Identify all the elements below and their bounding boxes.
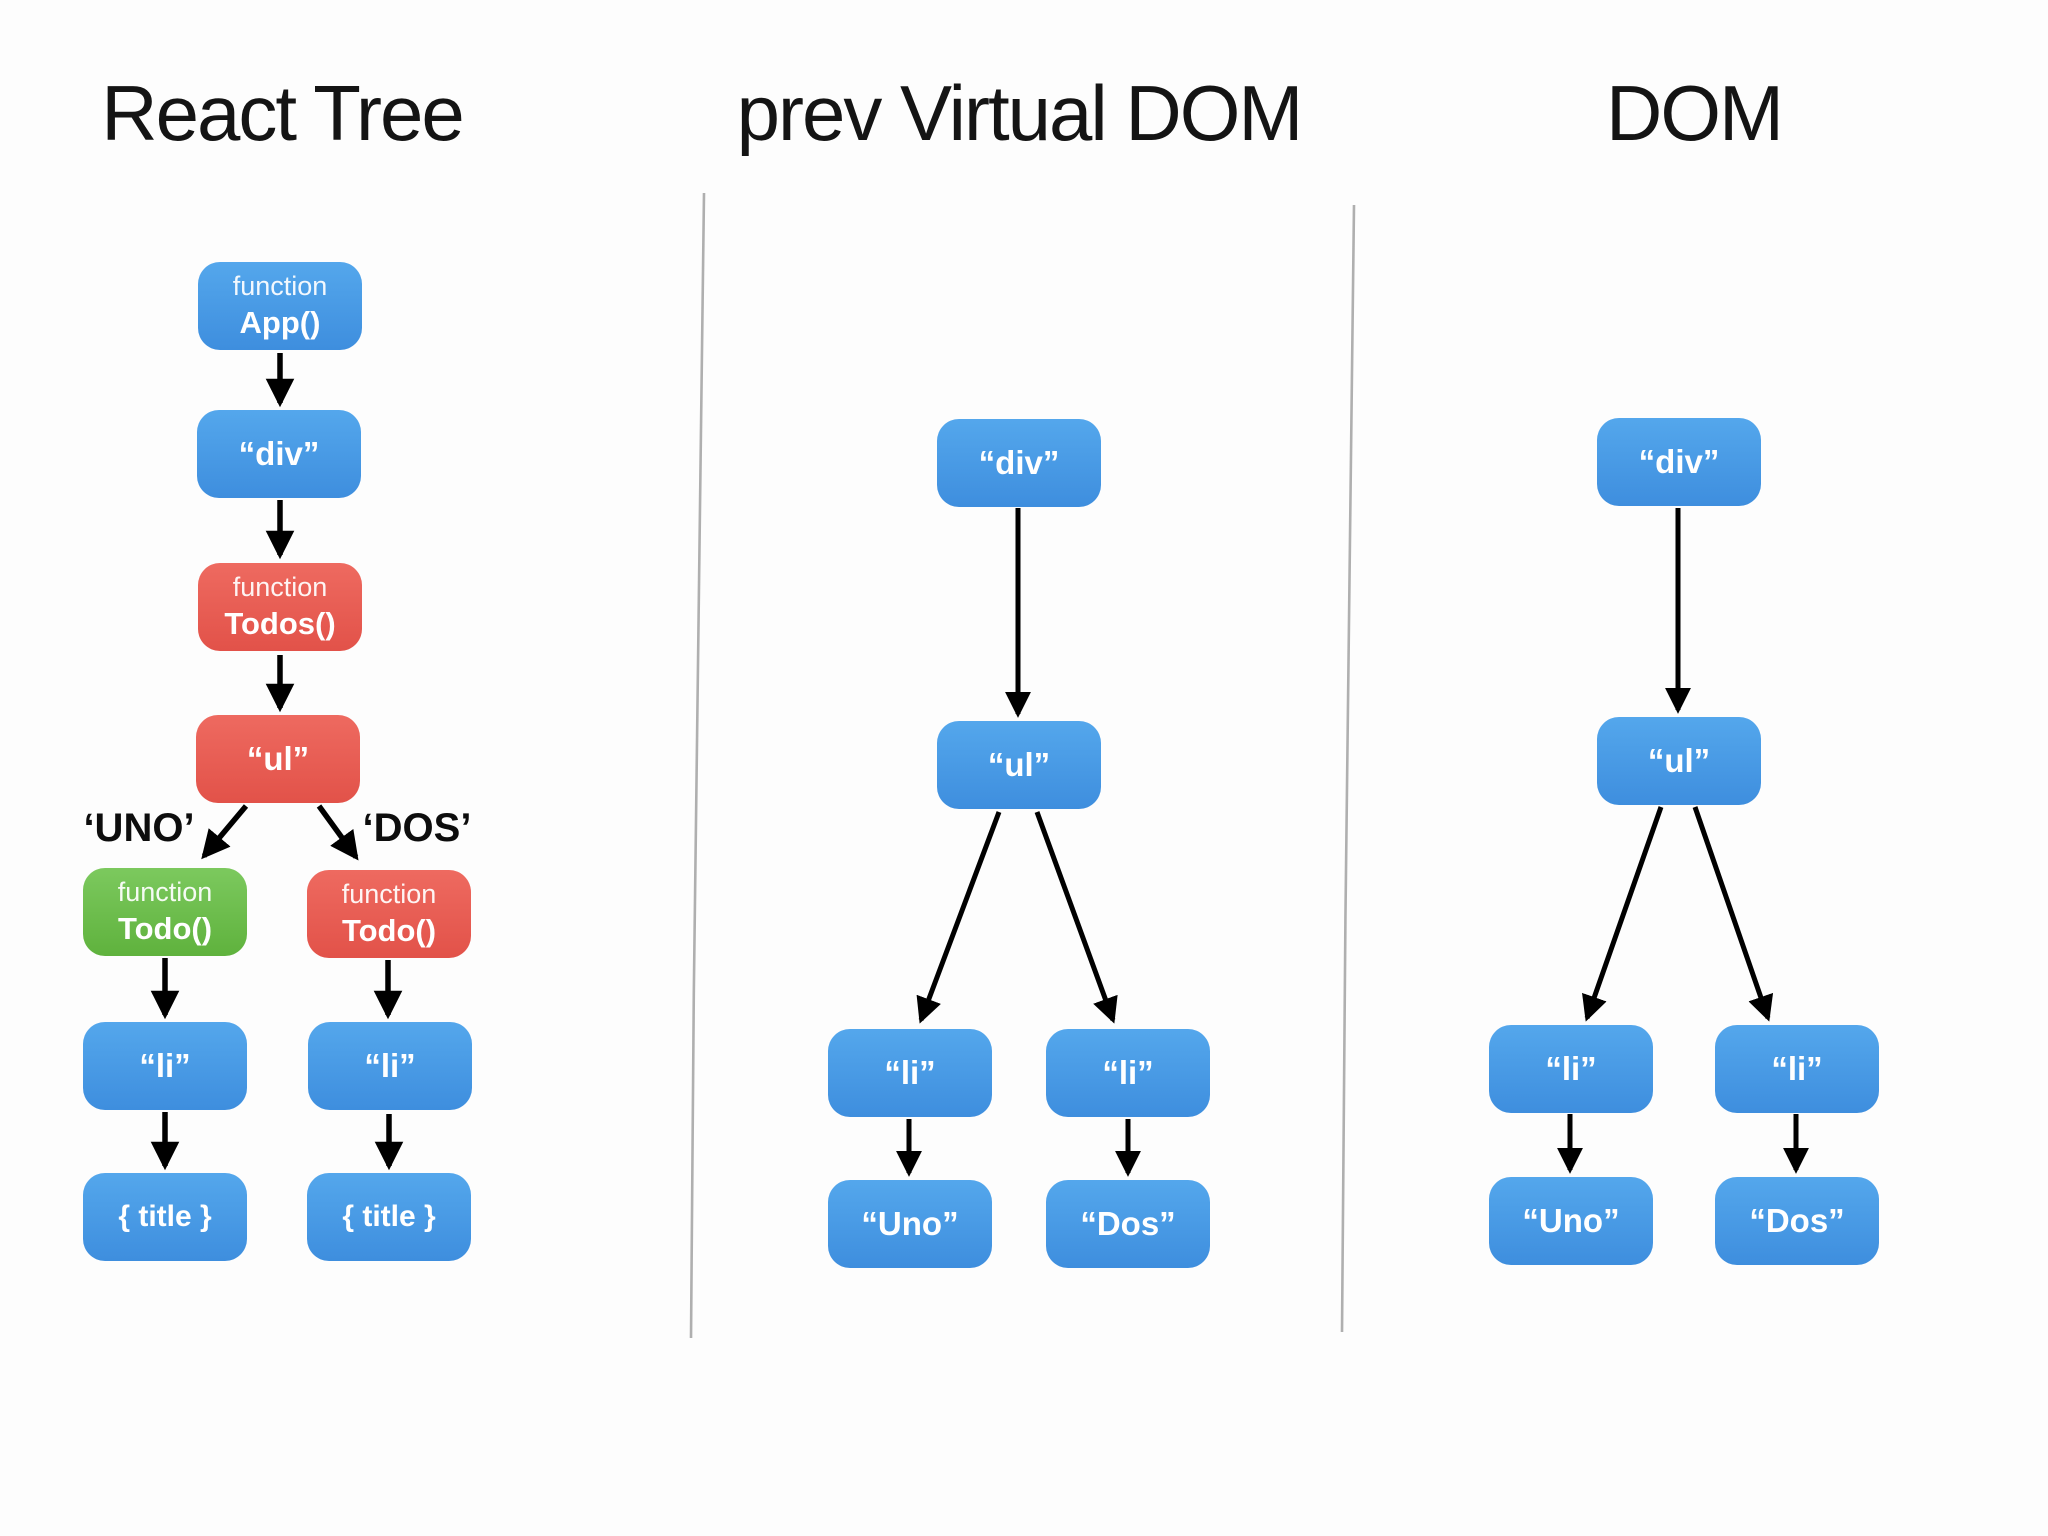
vdom-node-ul: “ul” [937,721,1101,809]
node-label: Todo() [341,912,437,948]
edge-dom-ul-li-right [1692,806,1774,1022]
node-label: “div” [978,444,1060,482]
node-label: “ul” [246,740,310,778]
react-node-title-left: { title } [83,1173,247,1261]
edge-dom-ul-li-left [1582,806,1664,1022]
vdom-node-li-right: “li” [1046,1029,1210,1117]
vdom-node-uno: “Uno” [828,1180,992,1268]
node-label: “div” [238,435,320,473]
node-label: App() [239,304,321,340]
vdom-node-li-left: “li” [828,1029,992,1117]
node-label: “li” [884,1054,936,1092]
edge-vdom-ul-li-right [1034,811,1118,1024]
dom-node-dos: “Dos” [1715,1177,1879,1265]
edge-vdom-ul-li-left [916,811,1002,1024]
node-label: “li” [1545,1050,1597,1088]
node-label: “Dos” [1080,1205,1176,1243]
dom-node-li-right: “li” [1715,1025,1879,1113]
react-node-todo-right: function Todo() [307,870,471,958]
node-label: “Uno” [1522,1202,1620,1240]
react-node-title-right: { title } [307,1173,471,1261]
react-node-ul: “ul” [196,715,360,803]
edge-key-uno: ‘UNO’ [83,806,195,850]
node-label: “li” [1102,1054,1154,1092]
dom-node-ul: “ul” [1597,717,1761,805]
dom-node-li-left: “li” [1489,1025,1653,1113]
node-kicker: function [232,571,328,602]
dom-node-uno: “Uno” [1489,1177,1653,1265]
react-node-todos: function Todos() [198,563,362,651]
react-node-app: function App() [198,262,362,350]
node-kicker: function [341,878,437,909]
dom-node-div: “div” [1597,418,1761,506]
react-node-li-left: “li” [83,1022,247,1110]
node-label: { title } [118,1200,212,1234]
react-node-li-right: “li” [308,1022,472,1110]
node-label: { title } [342,1200,436,1234]
node-label: “Uno” [861,1205,959,1243]
column-title-prev-virtual-dom: prev Virtual DOM [736,69,1304,157]
node-label: “li” [139,1047,191,1085]
divider-right [1340,204,1356,1333]
vdom-node-dos: “Dos” [1046,1180,1210,1268]
column-title-react-tree: React Tree [101,69,465,157]
node-label: “Dos” [1749,1202,1845,1240]
node-kicker: function [232,270,328,301]
column-title-dom: DOM [1606,69,1784,157]
node-label: “li” [1771,1050,1823,1088]
node-label: Todo() [117,910,213,946]
react-node-todo-left: function Todo() [83,868,247,956]
node-label: “li” [364,1047,416,1085]
node-label: “div” [1638,443,1720,481]
node-label: “ul” [987,746,1051,784]
node-label: Todos() [224,605,336,641]
edge-react-ul-todo-right [316,804,359,861]
divider-left [689,192,706,1339]
edge-key-dos: ‘DOS’ [362,806,472,850]
react-node-div: “div” [197,410,361,498]
node-kicker: function [117,876,213,907]
node-label: “ul” [1647,742,1711,780]
vdom-node-div: “div” [937,419,1101,507]
edge-react-ul-todo-left [201,804,249,860]
